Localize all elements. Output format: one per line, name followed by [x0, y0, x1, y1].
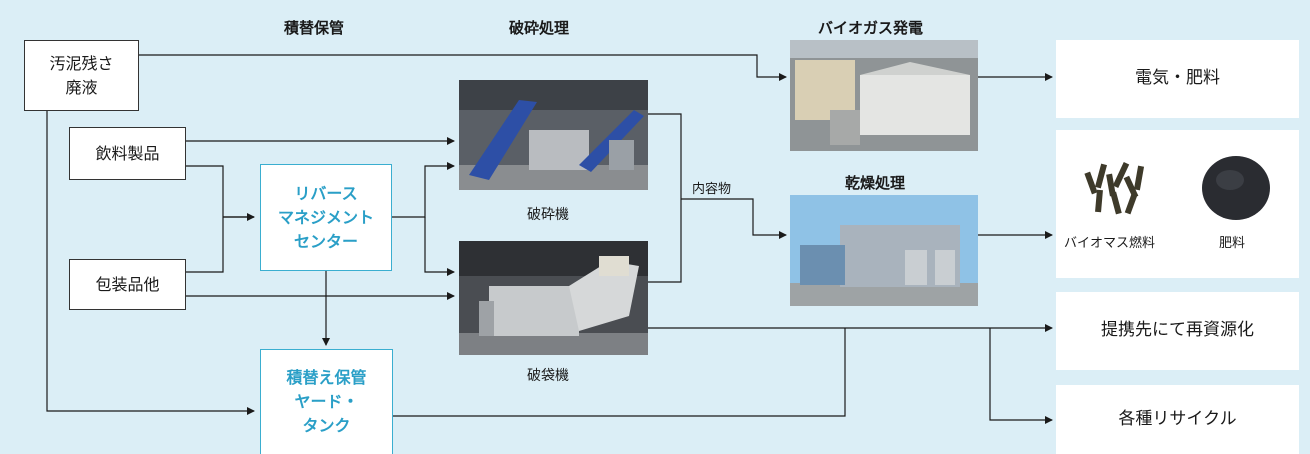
bag-breaker-photo — [459, 241, 648, 355]
arrow-contents-merge — [648, 113, 682, 283]
biomass-fuel-caption: バイオマス燃料 — [1064, 236, 1156, 251]
output-partner-recycle-box: 提携先にて再資源化 — [1056, 292, 1299, 370]
output-biomass-box: バイオマス燃料 肥料 — [1056, 130, 1299, 278]
header-drying: 乾燥処理 — [845, 174, 906, 192]
transfer-yard-box: 積替え保管 ヤード・ タンク — [260, 349, 393, 454]
bag-breaker-caption: 破袋機 — [527, 368, 569, 384]
source-sludge-line1: 汚泥残さ — [49, 53, 114, 73]
source-packaged-box: 包装品他 — [69, 259, 186, 310]
output-various-recycle-label: 各種リサイクル — [1118, 408, 1237, 429]
arrow-sludge-to-biogas — [138, 54, 787, 81]
yard-line2: ヤード・ — [294, 392, 359, 411]
crusher-caption: 破砕機 — [527, 207, 569, 223]
output-electricity-label: 電気・肥料 — [1135, 68, 1220, 89]
yard-line3: タンク — [302, 416, 351, 435]
center-line3: センター — [293, 231, 358, 251]
drying-plant-photo — [790, 195, 978, 306]
arrow-center-to-crusher — [392, 162, 455, 218]
arrow-sources-to-center — [186, 165, 254, 273]
arrow-to-various-recycle — [989, 328, 1053, 424]
arrow-sludge-to-yard — [46, 110, 255, 415]
arrow-contents-to-drying — [681, 198, 787, 239]
biogas-plant-photo — [790, 40, 978, 151]
arrow-center-to-bagbreaker — [424, 217, 455, 276]
output-electricity-box: 電気・肥料 — [1056, 40, 1299, 118]
contents-label: 内容物 — [692, 182, 732, 197]
reverse-management-center-box: リバース マネジメント センター — [260, 164, 392, 271]
fertilizer-caption: 肥料 — [1219, 236, 1246, 251]
crusher-photo — [459, 80, 648, 190]
header-storage: 積替保管 — [284, 19, 345, 37]
fertilizer-pile-image — [1202, 156, 1270, 220]
source-packaged-label: 包装品他 — [95, 274, 160, 294]
output-partner-recycle-label: 提携先にて再資源化 — [1101, 320, 1254, 341]
source-sludge-box: 汚泥残さ 廃液 — [24, 40, 139, 111]
yard-line1: 積替え保管 — [286, 368, 367, 387]
header-crushing: 破砕処理 — [509, 19, 570, 37]
source-beverages-box: 飲料製品 — [69, 127, 186, 180]
output-various-recycle-box: 各種リサイクル — [1056, 385, 1299, 454]
source-beverages-label: 飲料製品 — [95, 143, 160, 163]
arrow-yard-to-recycle — [393, 328, 846, 417]
header-biogas: バイオガス発電 — [818, 19, 924, 37]
center-line2: マネジメント — [277, 207, 374, 227]
source-sludge-line2: 廃液 — [65, 77, 98, 97]
biomass-fuel-pellets-image — [1084, 161, 1145, 215]
center-line1: リバース — [294, 183, 358, 203]
